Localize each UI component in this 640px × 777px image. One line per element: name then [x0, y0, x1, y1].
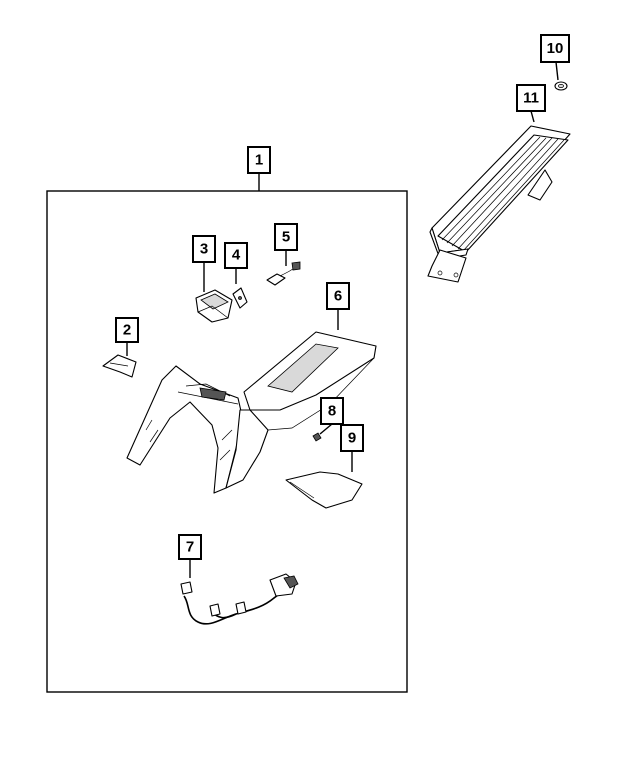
callout-6-label: 6	[334, 288, 342, 305]
callout-4: 4	[224, 242, 248, 269]
callout-11: 11	[516, 84, 546, 112]
callout-8-label: 8	[328, 403, 336, 420]
callout-2-label: 2	[123, 322, 131, 339]
callout-6: 6	[326, 282, 350, 310]
callout-5-label: 5	[282, 229, 290, 246]
callout-1-label: 1	[255, 152, 263, 169]
part-7-wiring-harness	[180, 573, 299, 625]
part-6-floor-console	[126, 331, 377, 494]
part-8-clip	[312, 432, 322, 442]
part-4-clip	[232, 287, 248, 309]
part-3-module	[195, 289, 233, 323]
callout-1: 1	[247, 146, 271, 174]
callout-7-label: 7	[186, 539, 194, 556]
callout-5: 5	[274, 223, 298, 251]
part-11-step-rail	[427, 125, 571, 283]
part-9-panel	[285, 471, 363, 509]
callout-9: 9	[340, 424, 364, 452]
part-10-nut	[554, 81, 568, 91]
part-5-connector	[266, 261, 301, 286]
callout-2: 2	[115, 317, 139, 343]
callout-11-label: 11	[523, 90, 539, 107]
callout-10-label: 10	[547, 40, 564, 57]
part-2-trim-piece	[102, 354, 137, 378]
callout-3-label: 3	[200, 241, 208, 258]
callout-9-label: 9	[348, 430, 356, 447]
callout-3: 3	[192, 235, 216, 263]
callout-8: 8	[320, 397, 344, 425]
callout-7: 7	[178, 534, 202, 560]
assembly-frame	[46, 190, 408, 693]
callout-10: 10	[540, 34, 570, 63]
callout-4-label: 4	[232, 247, 241, 264]
